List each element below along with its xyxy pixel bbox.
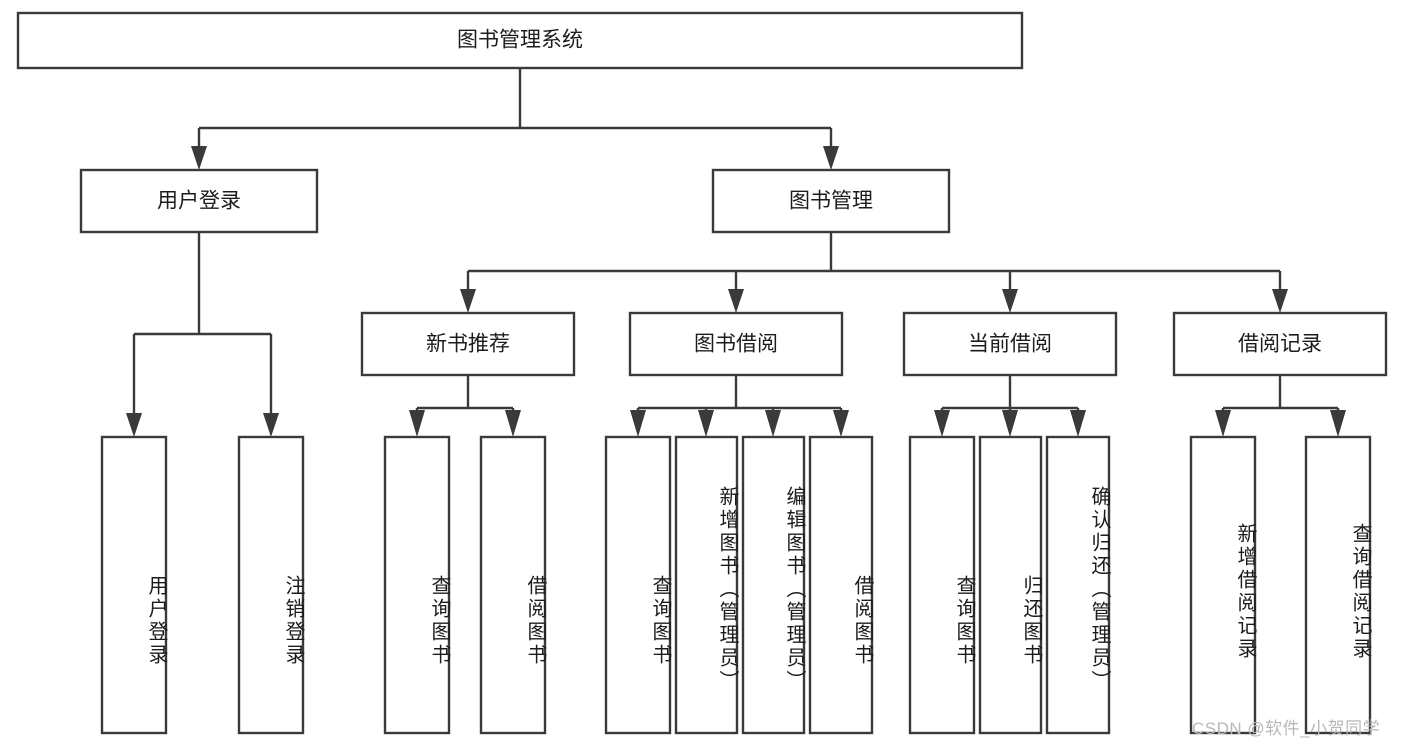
arrow-book-borrow-leaf-2	[765, 410, 781, 437]
arrow-to-book-mgmt	[823, 146, 839, 170]
arrow-book-borrow-leaf-3	[833, 410, 849, 437]
arrow-borrow-record-leaf-0	[1215, 410, 1231, 437]
node-book-management-label: 图书管理	[789, 190, 873, 213]
node-user-login[interactable]	[79, 168, 319, 234]
leaf-current-borrow-2[interactable]	[1045, 435, 1111, 735]
node-new-book-recommend[interactable]	[360, 311, 576, 377]
arrow-to-borrow-record	[1272, 289, 1288, 313]
node-book-borrow-label: 图书借阅	[694, 333, 778, 356]
leaf-new-book-0[interactable]	[383, 435, 451, 735]
arrow-to-user-login	[191, 146, 207, 170]
leaf-user-login-1[interactable]	[237, 435, 305, 735]
csdn-watermark: CSDN @软件_小贺同学	[1192, 719, 1381, 738]
leaf-new-book-1[interactable]	[479, 435, 547, 735]
arrow-book-borrow-leaf-0	[630, 410, 646, 437]
leaf-user-login-0[interactable]	[100, 435, 168, 735]
connector-layer	[126, 68, 1346, 437]
arrow-new-book-leaf-0	[409, 410, 425, 437]
arrow-current-borrow-leaf-0	[934, 410, 950, 437]
node-new-book-recommend-label: 新书推荐	[426, 333, 510, 356]
node-current-borrow-label: 当前借阅	[968, 333, 1052, 356]
node-book-management[interactable]	[711, 168, 951, 234]
leaf-book-borrow-3[interactable]	[808, 435, 874, 735]
arrow-borrow-record-leaf-1	[1330, 410, 1346, 437]
leaf-current-borrow-1[interactable]	[978, 435, 1043, 735]
leaf-borrow-record-0[interactable]	[1189, 435, 1257, 735]
arrow-new-book-leaf-1	[505, 410, 521, 437]
node-book-borrow[interactable]	[628, 311, 844, 377]
leaf-borrow-record-1[interactable]	[1304, 435, 1372, 735]
leaf-book-borrow-0[interactable]	[604, 435, 672, 735]
arrow-user-login-leaf-1	[263, 413, 279, 437]
node-current-borrow[interactable]	[902, 311, 1118, 377]
node-layer: 图书管理系统 用户登录 图书管理 新书推荐 图书借阅 当前借阅 借阅记录	[16, 11, 1388, 735]
arrow-to-current-borrow	[1002, 289, 1018, 313]
leaf-current-borrow-0[interactable]	[908, 435, 976, 735]
arrow-current-borrow-leaf-2	[1070, 410, 1086, 437]
node-borrow-record[interactable]	[1172, 311, 1388, 377]
node-root-book-management-system[interactable]	[16, 11, 1024, 70]
arrow-book-borrow-leaf-1	[698, 410, 714, 437]
arrow-to-new-book	[460, 289, 476, 313]
node-borrow-record-label: 借阅记录	[1238, 333, 1322, 356]
leaf-book-borrow-2[interactable]	[741, 435, 806, 735]
node-root-label: 图书管理系统	[457, 29, 583, 52]
node-user-login-label: 用户登录	[157, 190, 241, 213]
arrow-current-borrow-leaf-1	[1002, 410, 1018, 437]
leaf-book-borrow-1[interactable]	[674, 435, 739, 735]
arrow-user-login-leaf-0	[126, 413, 142, 437]
arrow-to-book-borrow	[728, 289, 744, 313]
